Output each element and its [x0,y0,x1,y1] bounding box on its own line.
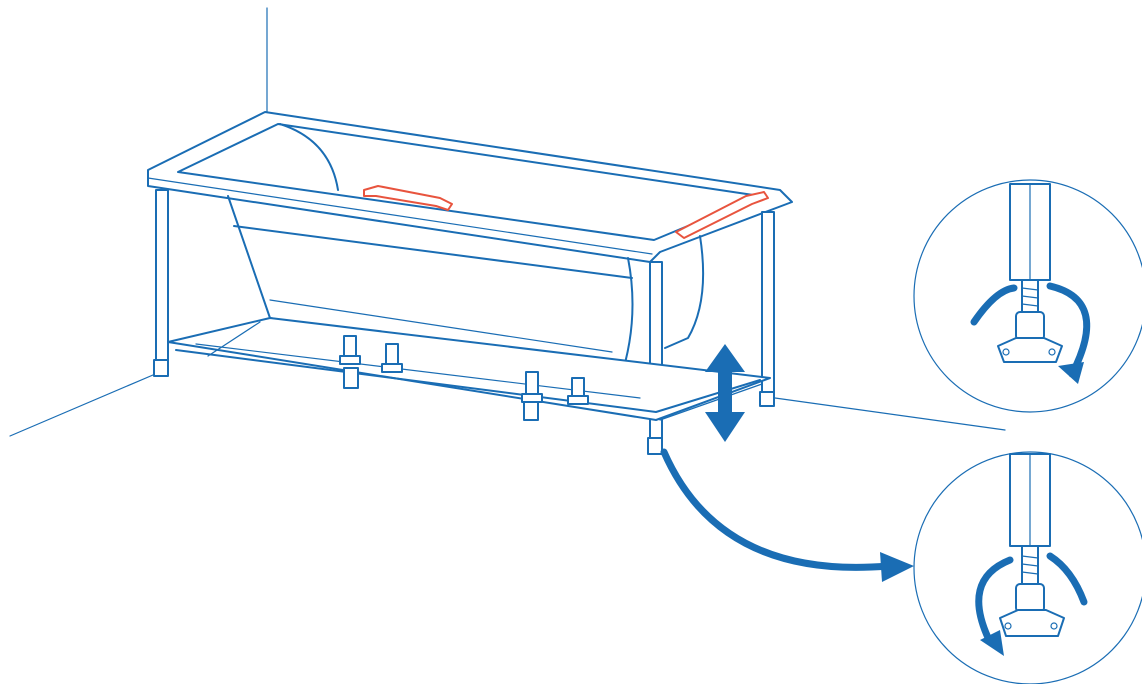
double-vertical-arrow-icon [705,344,745,442]
right-handle [675,191,769,239]
detail-circle-bottom [913,451,1142,684]
bottom-frame [167,317,771,421]
frame-legs [153,189,775,455]
rotate-counterclockwise-foot-icon [975,552,1088,656]
left-handle [363,185,453,211]
rotate-clockwise-foot-icon [970,282,1091,384]
room-lines [9,7,1006,437]
support-feet [339,335,589,421]
grab-handles [363,185,769,239]
curved-callout-arrow-icon [660,448,914,582]
bathtub-rim [147,111,793,263]
detail-circle-top [913,179,1142,413]
